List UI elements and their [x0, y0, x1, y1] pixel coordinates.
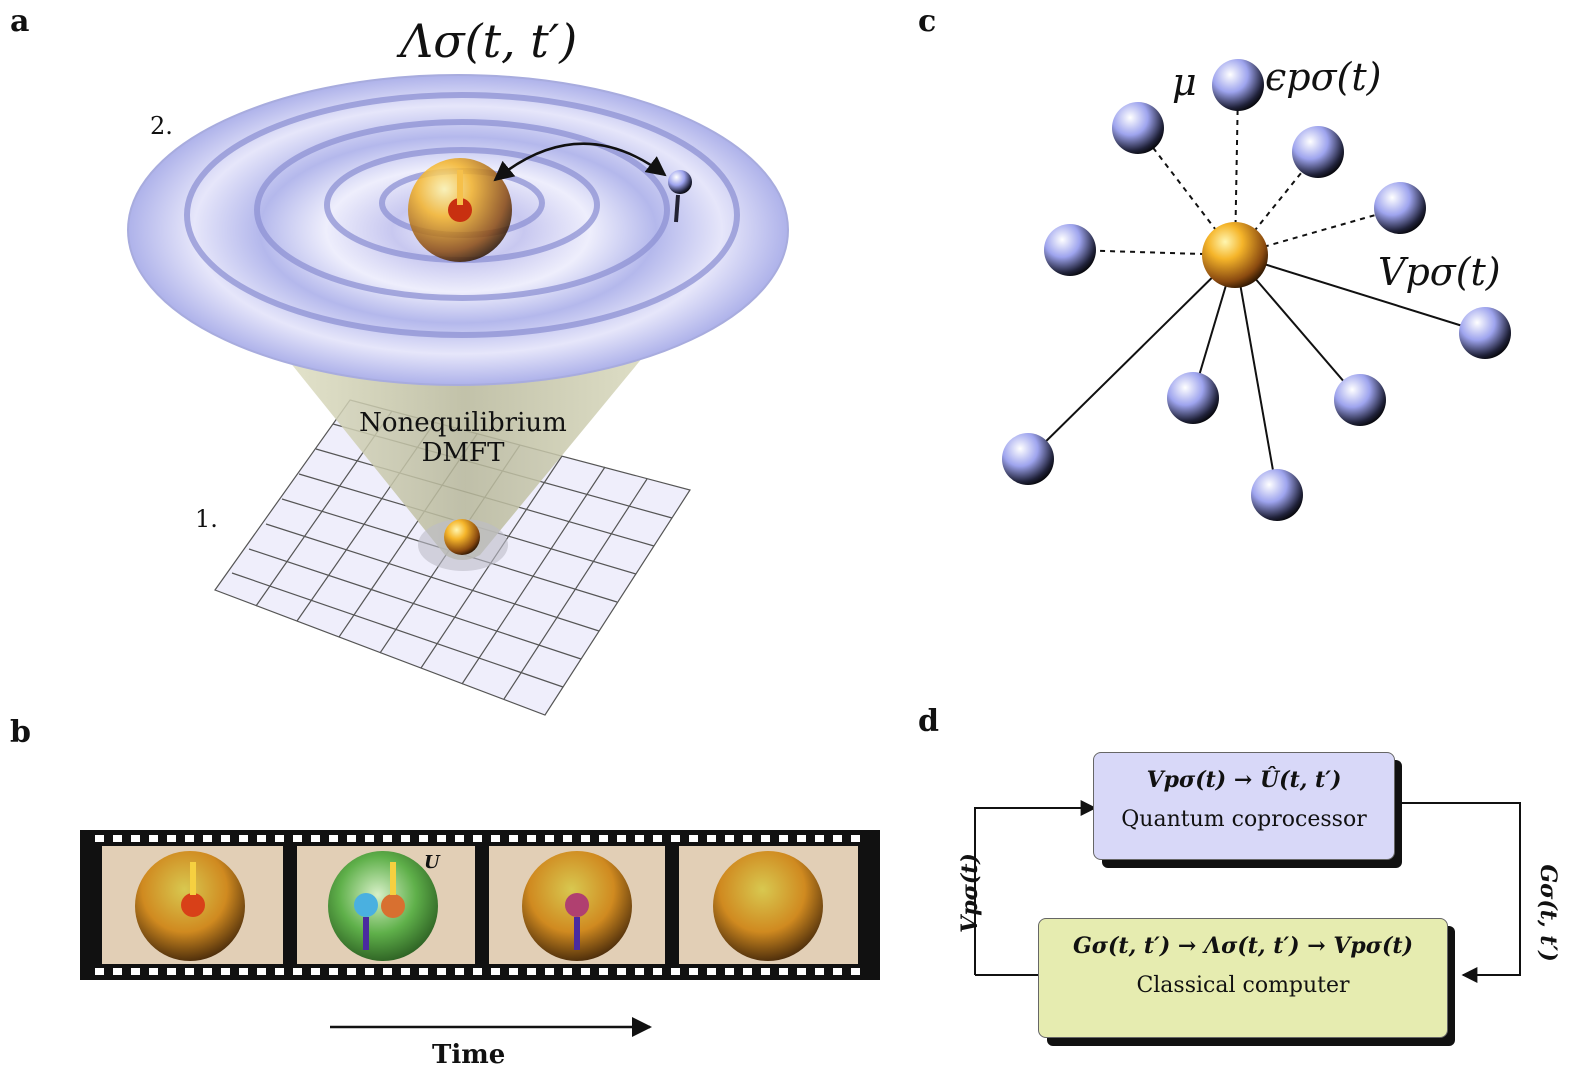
hybridization-label: Vpσ(t)	[1378, 250, 1501, 294]
loop-left-label: Vpσ(t)	[957, 853, 983, 933]
quantum-box-title: Quantum coprocessor	[1121, 807, 1367, 832]
bath-electron	[668, 170, 692, 194]
bath-site-9	[1251, 469, 1303, 521]
time-label: Time	[432, 1040, 506, 1070]
film-frame-dividers	[80, 846, 880, 964]
bath-site-8	[1167, 372, 1219, 424]
loop-top-left	[974, 800, 1097, 975]
panel-a-illustration	[127, 74, 789, 716]
bath-site-6	[1459, 307, 1511, 359]
film-perforations	[95, 835, 860, 975]
bath-energy-label: ϵpσ(t)	[1265, 55, 1382, 99]
lattice-impurity	[444, 519, 480, 555]
lambda-hybridization-label: Λσ(t, t′)	[400, 14, 578, 68]
loop-right-label: Gσ(t, t′)	[1535, 864, 1561, 962]
cone-label-line1: Nonequilibrium	[359, 408, 567, 438]
film-strip	[80, 830, 880, 1037]
interaction-U-label: U	[424, 852, 440, 873]
bath-site-10	[1002, 433, 1054, 485]
bath-spin-arrow	[674, 194, 680, 223]
frame2-electron-up	[381, 894, 405, 918]
panel-label-a: a	[10, 4, 30, 39]
bath-site-5	[1044, 224, 1096, 276]
frame4-sphere	[713, 851, 823, 961]
bath-site-2	[1212, 59, 1264, 111]
loop-right	[1395, 802, 1521, 983]
bath-star-graph	[1002, 59, 1511, 521]
panel-label-b: b	[10, 715, 31, 750]
hopping-arrow	[493, 142, 667, 182]
cone-label: Nonequilibrium DMFT	[358, 408, 568, 468]
classical-box-equation: Gσ(t, t′) → Λσ(t, t′) → Vpσ(t)	[1073, 933, 1413, 959]
classical-computer-box: Gσ(t, t′) → Λσ(t, t′) → Vpσ(t) Classical…	[1038, 918, 1448, 1038]
ripple-rings	[184, 92, 740, 338]
level-2-label: 2.	[150, 112, 173, 140]
frame3-electron	[565, 893, 589, 917]
level-1-label: 1.	[195, 505, 218, 533]
bath-site-7	[1334, 374, 1386, 426]
frame2-electron-down	[354, 893, 378, 917]
frame1-electron	[181, 893, 205, 917]
panel-label-c: c	[918, 4, 937, 39]
impurity-core	[448, 198, 472, 222]
cone-label-line2: DMFT	[421, 438, 505, 468]
panel-label-d: d	[918, 704, 939, 739]
chemical-potential-label: μ	[1172, 60, 1197, 104]
feedback-loop	[974, 800, 1521, 983]
bath-site-4	[1374, 182, 1426, 234]
bath-site-1	[1112, 102, 1164, 154]
impurity-site	[1202, 222, 1268, 288]
bath-site-3	[1292, 126, 1344, 178]
quantum-coprocessor-box: Vpσ(t) → Û(t, t′) Quantum coprocessor	[1093, 752, 1395, 860]
quantum-box-equation: Vpσ(t) → Û(t, t′)	[1146, 767, 1342, 793]
classical-box-title: Classical computer	[1136, 973, 1350, 998]
